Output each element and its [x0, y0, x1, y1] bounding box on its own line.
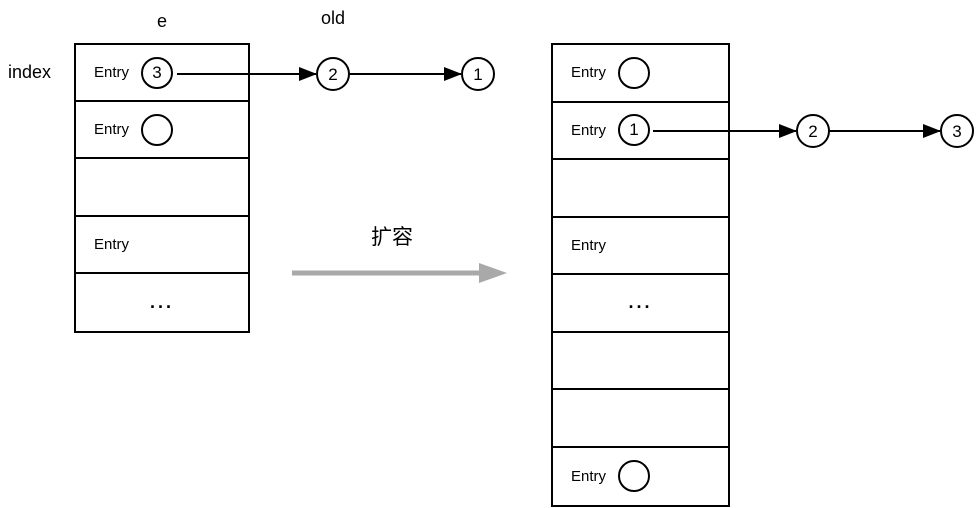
e-label: e — [156, 11, 167, 31]
old-label: old — [320, 8, 346, 28]
entry-label: Entry — [571, 236, 607, 254]
table-row-empty — [553, 333, 728, 390]
entry-node-circle — [618, 460, 651, 493]
entry-node-circle: 1 — [618, 114, 651, 147]
resize-arrow-head — [479, 263, 507, 283]
table-row: Entry — [76, 102, 248, 160]
table-row: Entry 3 — [76, 45, 248, 103]
chain-node-value: 2 — [808, 122, 817, 141]
table-row: Entry — [553, 448, 728, 506]
entry-label: Entry — [94, 64, 130, 82]
table-row-empty — [553, 160, 728, 218]
table-row-empty — [76, 159, 248, 217]
chain-node-circle — [796, 114, 830, 148]
chain-node-value: 3 — [952, 122, 961, 141]
new-hash-table: Entry Entry 1 Entry ... Entry — [551, 43, 730, 507]
chain-node-value: 2 — [328, 65, 337, 84]
entry-label: Entry — [571, 121, 607, 139]
table-row: Entry — [76, 217, 248, 274]
chain-node-circle — [316, 57, 350, 91]
resize-label: 扩容 — [371, 226, 413, 249]
entry-node-circle — [618, 56, 651, 89]
table-row: Entry — [553, 45, 728, 103]
entry-label: Entry — [571, 64, 607, 82]
entry-node-circle: 3 — [141, 56, 174, 89]
table-row-ellipsis: ... — [76, 274, 248, 331]
entry-label: Entry — [571, 467, 607, 485]
table-row: Entry 1 — [553, 103, 728, 160]
entry-label: Entry — [94, 235, 130, 253]
index-label: index — [8, 62, 52, 82]
ellipsis-label: ... — [149, 291, 174, 312]
ellipsis-label: ... — [628, 292, 653, 313]
table-row-ellipsis: ... — [553, 275, 728, 333]
old-hash-table: Entry 3 Entry Entry ... — [74, 43, 250, 333]
entry-label: Entry — [94, 121, 130, 139]
chain-node-value: 1 — [473, 65, 482, 84]
chain-node-circle — [461, 57, 495, 91]
entry-node-circle — [141, 113, 174, 146]
table-row-empty — [553, 390, 728, 448]
table-row: Entry — [553, 218, 728, 275]
chain-node-circle — [940, 114, 974, 148]
